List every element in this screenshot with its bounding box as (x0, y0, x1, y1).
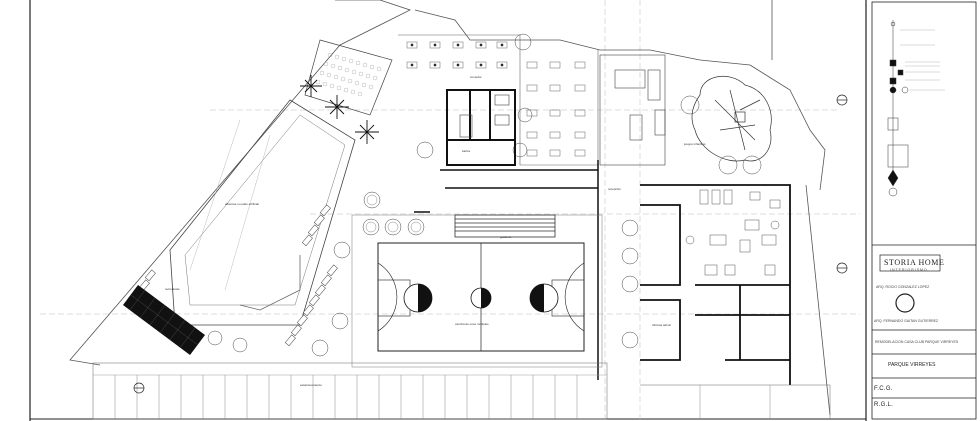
tree-icon (621, 219, 639, 237)
bathroom-fixtures (459, 94, 510, 138)
restaurant-label: comedor (470, 75, 482, 79)
parking-lot (92, 362, 831, 420)
terrace-seating (304, 39, 393, 116)
designer-line-2: ARQ. FERNANDO GAITAN GUTIERREZ (874, 319, 939, 323)
section-marker-icon (836, 94, 848, 106)
main-walls (414, 160, 599, 380)
tree-icon (517, 107, 533, 123)
legend-symbols (887, 20, 945, 197)
solar-panel-block (123, 285, 205, 355)
palm-tree-icon (325, 95, 349, 119)
tree-icon (363, 191, 381, 209)
site-boundary (69, 0, 831, 416)
tree-icon (407, 218, 425, 236)
admin-building (640, 184, 791, 385)
gym-equipment (685, 189, 781, 276)
project-line: REMODELACION CASA CLUB PARQUE VIRREYES (875, 340, 959, 344)
section-markers (133, 94, 848, 394)
designer-line: ARQ. ROCIO GONZALEZ LOPEZ (876, 285, 930, 289)
playground-label: juegos infantiles (683, 142, 706, 146)
tree-icon (331, 312, 349, 330)
axis-lines (40, 0, 860, 421)
court-south-label: cancha de usos múltiples (455, 322, 489, 326)
bathroom-block (446, 89, 516, 166)
brand-name: STORIA HOME (884, 258, 945, 267)
tree-icon (514, 33, 532, 51)
title-block-frame (871, 1, 977, 420)
section-marker-icon (133, 382, 145, 394)
bleachers (454, 214, 556, 238)
parking-label: estacionamiento (300, 383, 322, 387)
tree-icon (207, 330, 223, 346)
tree-icon (416, 141, 434, 159)
palm-tree-icon (300, 75, 322, 97)
palm-tree-icon (355, 120, 379, 144)
drawn-by: F.C.G. (874, 386, 893, 392)
basketball-court (351, 214, 603, 368)
brand-tagline: INTERIORISMO (890, 268, 928, 272)
dining-hall (398, 34, 599, 166)
tree-icon (232, 337, 248, 353)
lounge-room (599, 54, 666, 166)
location-label: PARQUE VIRREYES (888, 362, 936, 368)
tree-icon (621, 275, 639, 293)
tree-icon (621, 331, 639, 349)
palm-trees (300, 75, 379, 144)
office-label: oficinas admin (652, 323, 672, 327)
pool-label: albercas ou patio artificial (225, 202, 259, 206)
pool-area (169, 99, 356, 326)
tree-icon (384, 218, 402, 236)
tree-icon (362, 218, 380, 236)
tree-icon (718, 155, 738, 175)
reception-label: recepción (608, 187, 621, 191)
reviewed-by: R.G.L. (874, 402, 894, 408)
south-pool-label: recreativas (165, 287, 180, 291)
tree-icon (742, 155, 762, 175)
tree-icon (333, 241, 351, 259)
brand-logo (879, 254, 941, 313)
lockers-label: baños (462, 149, 471, 153)
playground (691, 76, 772, 162)
tree-icon (621, 247, 639, 265)
tree-icon (680, 95, 700, 115)
section-marker-icon (836, 262, 848, 274)
tree-icon (311, 339, 329, 357)
